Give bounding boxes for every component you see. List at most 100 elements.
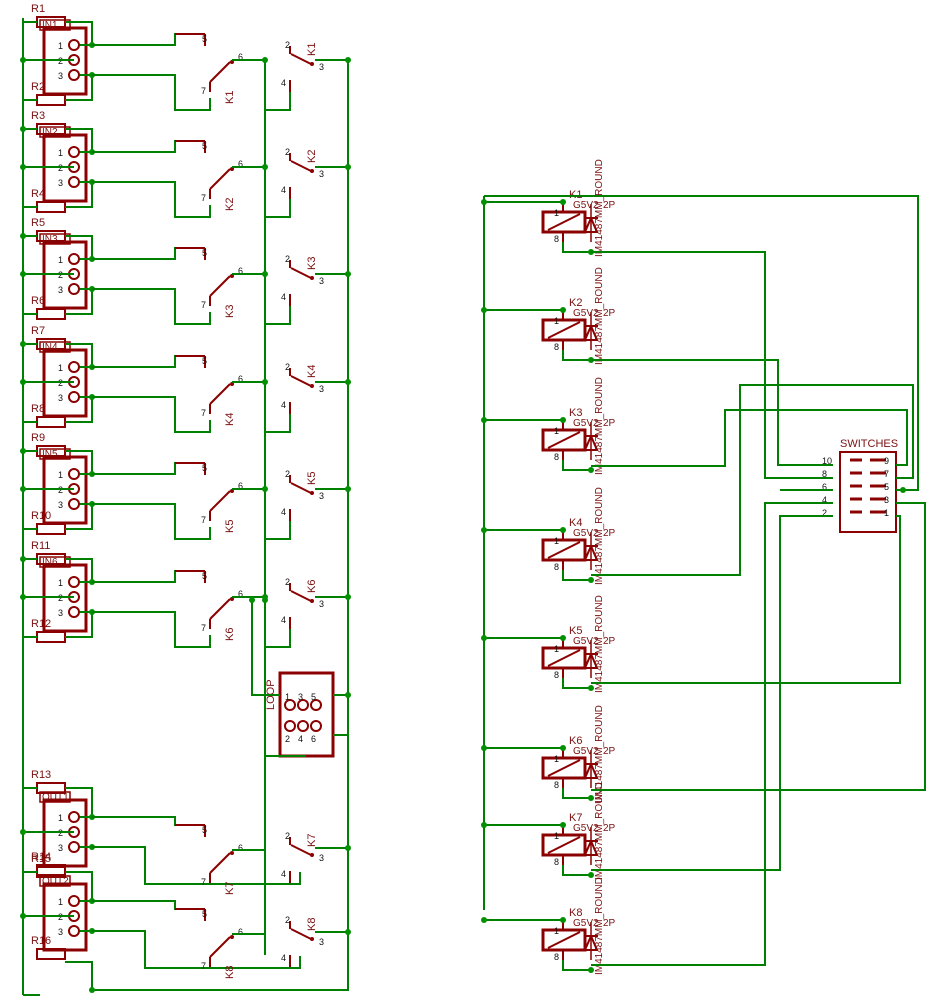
switches-pin-number: 7 [884, 469, 889, 479]
switches-pin-number: 2 [822, 508, 827, 518]
wire [591, 515, 901, 684]
wire [562, 350, 591, 361]
coil-pin-number: 8 [554, 670, 559, 680]
resistor-label: R4 [31, 188, 45, 200]
contact-pin-number: 4 [281, 869, 286, 879]
resistor-label: R11 [31, 540, 50, 552]
resistor-label: R10 [31, 510, 51, 522]
junction-dot [345, 164, 351, 170]
switches-pin-number: 10 [822, 456, 832, 466]
contact-pin-number: 7 [201, 877, 206, 887]
connector-pin-number: 3 [58, 178, 63, 188]
connector-name-box [39, 341, 71, 353]
switches-header-label: SWITCHES [840, 438, 898, 450]
resistor-body [36, 94, 66, 106]
wire [92, 396, 211, 433]
contact-pin-number: 3 [319, 384, 324, 394]
contact-pin-number: 2 [285, 577, 290, 587]
contact-pin-number: 2 [285, 831, 290, 841]
coil-pin-number: 8 [554, 562, 559, 572]
wire [65, 182, 93, 208]
coil-pin-number: 8 [554, 452, 559, 462]
contact-blade [290, 267, 312, 279]
contact-blade [209, 490, 231, 512]
relay-contact-label: K5 [224, 520, 236, 533]
relay-contact-label: K8 [224, 966, 236, 979]
wire [265, 306, 291, 325]
junction-dot [481, 917, 487, 923]
contact-pin-number: 4 [281, 78, 286, 88]
contact-pin-number: 6 [238, 374, 243, 384]
junction-dot [262, 379, 268, 385]
connector-pin [68, 841, 80, 853]
relay-value-label: IM41487MM_ROUND [594, 595, 605, 693]
contact-pin-number: 4 [281, 507, 286, 517]
wire [562, 865, 591, 876]
contact-pin-number: 2 [285, 147, 290, 157]
junction-dot [900, 487, 906, 493]
coil-pin-number: 8 [554, 952, 559, 962]
loop-connector-body [278, 671, 335, 758]
contact-pivot [310, 491, 314, 495]
relay-coil-slash [547, 649, 581, 667]
junction-dot [345, 845, 351, 851]
loop-connector-pin [297, 720, 309, 732]
relay-contact-label: K1 [224, 91, 236, 104]
wire [92, 247, 205, 260]
junction-dot [20, 164, 26, 170]
connector-pin-number: 1 [58, 578, 63, 588]
resistor-label: R13 [31, 769, 51, 781]
wire [92, 900, 205, 910]
wire [265, 629, 291, 648]
contact-blade [290, 928, 312, 940]
connector-pin [68, 391, 80, 403]
connector-name-box [39, 233, 71, 245]
input-connector-label: IN1 [42, 20, 58, 31]
contact-pivot [230, 935, 234, 939]
junction-dot [20, 448, 26, 454]
relay-part: G5V2 [573, 418, 599, 429]
coil-pin-number: 1 [554, 208, 559, 218]
relay-part: G5V2 [573, 918, 599, 929]
contact-pin-number: 3 [319, 276, 324, 286]
relay-contact-label: K7 [224, 882, 236, 895]
resistor-label: R14 [31, 851, 51, 863]
junction-dot [345, 594, 351, 600]
connector-pin-number: 1 [58, 897, 63, 907]
coil-pin-number: 8 [554, 234, 559, 244]
relay-suffix: 2P [603, 823, 616, 834]
contact-blade [209, 61, 231, 83]
connector-name-box [39, 448, 71, 460]
junction-dot [262, 597, 268, 603]
junction-dot [20, 379, 26, 385]
contact-blade [209, 936, 231, 958]
junction-dot [249, 597, 255, 603]
junction-dot [560, 199, 566, 205]
junction-dot [481, 307, 487, 313]
connector-pin-number: 3 [58, 71, 63, 81]
wire [65, 397, 93, 423]
connector-pin [68, 253, 80, 265]
relay-contact-label: K8 [306, 918, 318, 931]
contact-blade [209, 383, 231, 405]
wire [92, 33, 205, 46]
wire [265, 414, 291, 433]
contact-pin-number: 3 [319, 599, 324, 609]
relay-suffix: 2P [603, 200, 616, 211]
wire [591, 409, 908, 467]
resistor-label: R1 [31, 3, 45, 15]
wire [65, 787, 93, 817]
junction-dot [560, 822, 566, 828]
relay-contact-label: K4 [306, 365, 318, 378]
junction-dot [20, 126, 26, 132]
connector-pin [68, 811, 80, 823]
junction-dot [481, 527, 487, 533]
contact-pin-number: 5 [202, 825, 207, 835]
junction-dot [481, 822, 487, 828]
contact-pin-number: 4 [281, 953, 286, 963]
wire [65, 75, 93, 101]
relay-value-label: IM41487MM_ROUND [594, 487, 605, 585]
switches-pin-number: 9 [884, 456, 889, 466]
switches-pin-number: 1 [884, 508, 889, 518]
relay-part: G5V2 [573, 528, 599, 539]
